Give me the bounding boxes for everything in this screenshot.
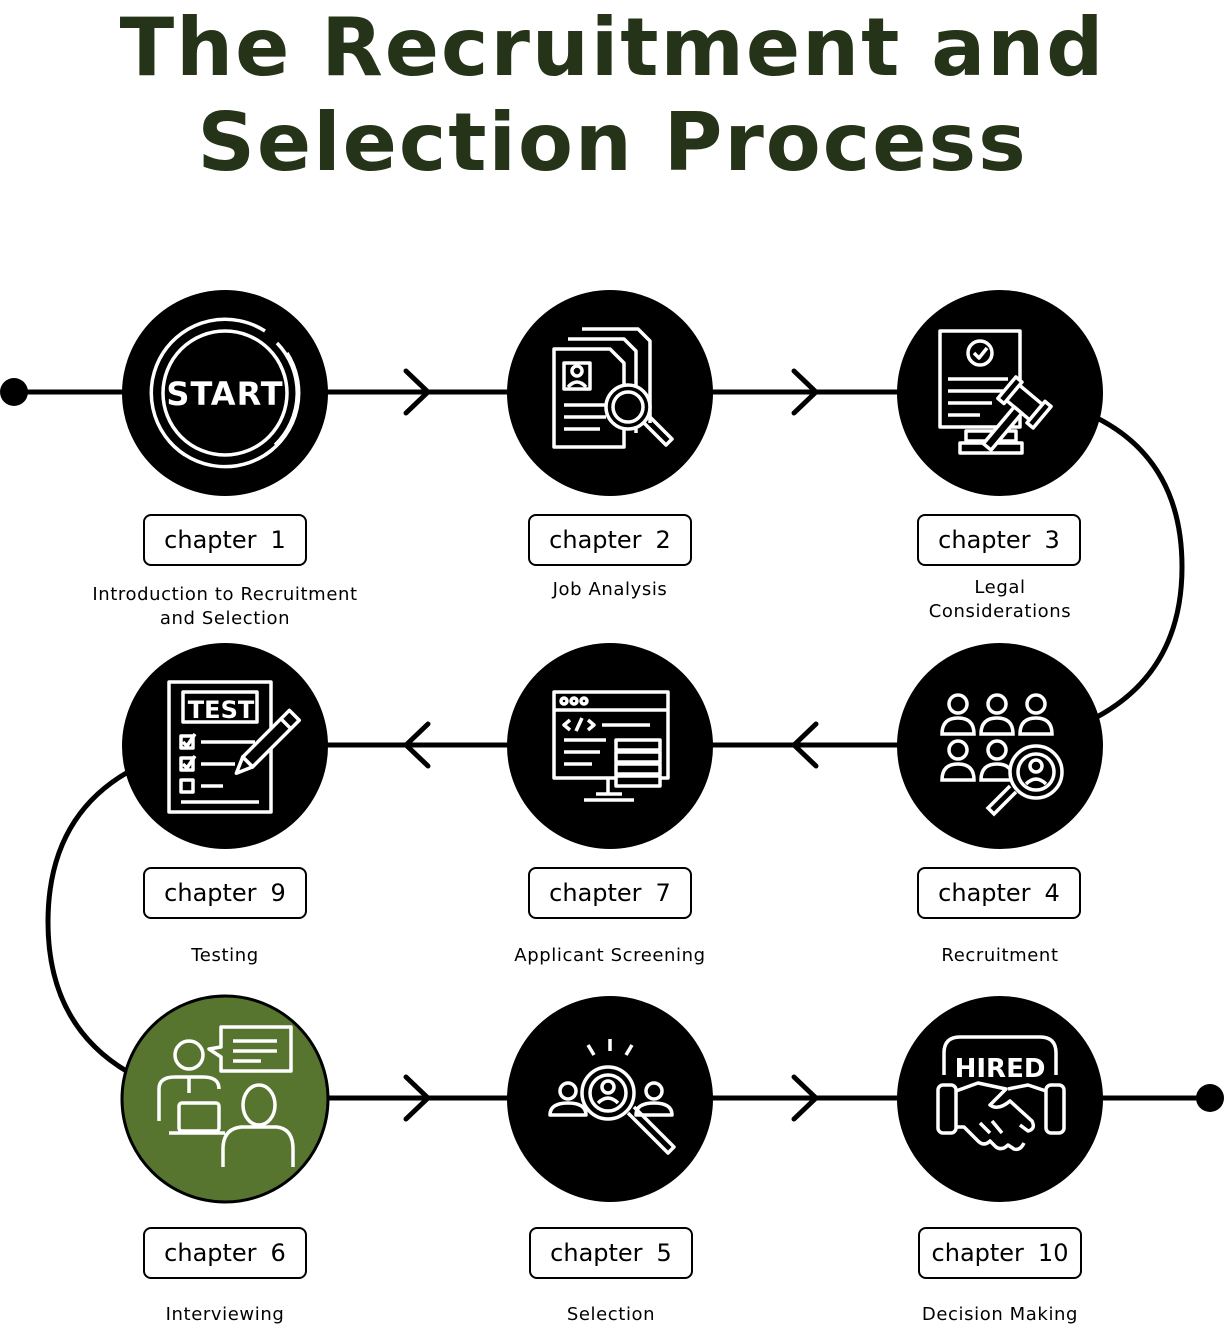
flow-end-dot [1196, 1084, 1224, 1112]
candidate-search-icon [548, 1039, 676, 1155]
chapter-word: chapter [550, 1239, 643, 1267]
chapter-word: chapter [164, 1239, 257, 1267]
documents-magnifier-icon [552, 327, 674, 449]
arrow-right-icon [403, 1074, 431, 1122]
caption-line: Testing [191, 945, 259, 966]
node-decision: HIRED [897, 996, 1103, 1202]
chapter-badge: chapter 5 [529, 1227, 693, 1279]
step-caption: Applicant Screening [440, 944, 780, 968]
start-icon-label: START [166, 375, 283, 413]
connector-curve-left [45, 769, 131, 1075]
step-caption: Legal Considerations [830, 576, 1170, 624]
chapter-number: 10 [1037, 1239, 1069, 1267]
chapter-word: chapter [549, 526, 642, 554]
connector-curve-right [1092, 414, 1185, 721]
step-caption: Decision Making [830, 1303, 1170, 1327]
flow-start-dot [0, 378, 28, 406]
node-interviewing [120, 994, 330, 1204]
legal-gavel-icon [938, 329, 1053, 455]
chapter-word: chapter [938, 526, 1031, 554]
chapter-badge: chapter 7 [528, 867, 692, 919]
step-caption: Selection [441, 1303, 781, 1327]
hired-handshake-icon [936, 1035, 1066, 1152]
chapter-badge: chapter 3 [917, 514, 1081, 566]
step-caption: Interviewing [55, 1303, 395, 1327]
page-title-line-1: The Recruitment and [119, 1, 1106, 94]
arrow-right-icon [791, 1074, 819, 1122]
page-title: The Recruitment and Selection Process [0, 0, 1225, 190]
node-legal [897, 290, 1103, 496]
people-search-icon [940, 693, 1064, 817]
caption-line: and Selection [159, 608, 291, 629]
chapter-badge: chapter 9 [143, 867, 307, 919]
arrow-right-icon [791, 368, 819, 416]
hired-icon-label: HIRED [955, 1054, 1046, 1084]
step-caption: Job Analysis [440, 578, 780, 602]
caption-line: Decision Making [921, 1304, 1079, 1325]
caption-line: Introduction to Recruitment [92, 584, 358, 605]
page-title-line-2: Selection Process [197, 96, 1028, 189]
step-caption: Introduction to Recruitment and Selectio… [55, 583, 395, 631]
arrow-right-icon [403, 368, 431, 416]
code-screen-icon [552, 690, 670, 802]
chapter-number: 4 [1044, 879, 1060, 907]
chapter-word: chapter [164, 879, 257, 907]
test-sheet-icon-label: TEST [188, 696, 255, 724]
chapter-number: 9 [270, 879, 286, 907]
chapter-number: 7 [655, 879, 671, 907]
caption-line: Considerations [928, 601, 1072, 622]
caption-line: Job Analysis [552, 579, 668, 600]
caption-line: Interviewing [165, 1304, 285, 1325]
chapter-word: chapter [549, 879, 642, 907]
chapter-number: 6 [270, 1239, 286, 1267]
arrow-left-icon [791, 721, 819, 769]
node-testing: TEST [122, 643, 328, 849]
node-selection [507, 996, 713, 1202]
chapter-number: 2 [655, 526, 671, 554]
chapter-word: chapter [938, 879, 1031, 907]
node-recruitment [897, 643, 1103, 849]
caption-line: Legal [974, 577, 1026, 598]
step-caption: Recruitment [830, 944, 1170, 968]
caption-line: Applicant Screening [514, 945, 706, 966]
chapter-badge: chapter 10 [918, 1227, 1082, 1279]
chapter-badge: chapter 1 [143, 514, 307, 566]
step-caption: Testing [55, 944, 395, 968]
chapter-badge: chapter 2 [528, 514, 692, 566]
test-sheet-icon [167, 680, 302, 814]
node-job-analysis [507, 290, 713, 496]
start-icon [149, 317, 301, 469]
caption-line: Recruitment [941, 945, 1059, 966]
chapter-word: chapter [931, 1239, 1024, 1267]
caption-line: Selection [566, 1304, 656, 1325]
chapter-number: 1 [270, 526, 286, 554]
chapter-number: 3 [1044, 526, 1060, 554]
chapter-word: chapter [164, 526, 257, 554]
chapter-badge: chapter 4 [917, 867, 1081, 919]
node-start: START [122, 290, 328, 496]
node-screening [507, 643, 713, 849]
interview-icon [157, 1025, 295, 1167]
chapter-badge: chapter 6 [143, 1227, 307, 1279]
chapter-number: 5 [656, 1239, 672, 1267]
arrow-left-icon [403, 721, 431, 769]
